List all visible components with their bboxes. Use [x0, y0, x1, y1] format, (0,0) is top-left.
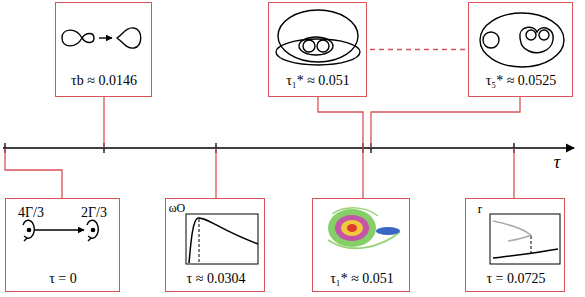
leader-lines	[5, 97, 520, 198]
initial-panel: 4Γ/3 2Γ/3 τ = 0	[5, 198, 120, 292]
text-anchor: τ₅* ≈ 0.0525	[486, 73, 557, 88]
contour-panel: τ₅* ≈ 0.0525	[468, 2, 573, 97]
value-label: τ₅* ≈ 0.0525	[486, 73, 557, 88]
radius-plot	[490, 214, 560, 264]
contour-sketch	[276, 10, 360, 65]
value-label: 2Γ/3	[81, 205, 107, 220]
value-label: τb ≈ 0.0146	[71, 73, 137, 88]
contour-panel: τ₁* ≈ 0.051	[268, 2, 367, 97]
value-label: τ = 0	[49, 271, 77, 286]
value-label: τ ≈ 0.0304	[187, 271, 246, 286]
value-label: τ = 0.0725	[486, 271, 545, 286]
text-anchor: τ = 0	[49, 271, 77, 286]
text-anchor: r	[478, 202, 482, 216]
time-axis	[3, 143, 574, 153]
text-anchor: τ = 0.0725	[486, 271, 545, 286]
plot-panel: r τ = 0.0725	[465, 198, 565, 292]
bifurcation-panel: τb ≈ 0.0146	[55, 2, 152, 97]
text-anchor: τ ≈ 0.0304	[187, 271, 246, 286]
text-anchor: τb ≈ 0.0146	[71, 73, 137, 88]
text-anchor: τ₁* ≈ 0.051	[286, 73, 350, 88]
vorticity-panel: τ₁* ≈ 0.051	[312, 198, 410, 292]
value-label: 4Γ/3	[18, 205, 44, 220]
value-label: τ₁* ≈ 0.051	[330, 271, 394, 286]
text-anchor: τ₁* ≈ 0.051	[330, 271, 394, 286]
text-anchor: ωO	[169, 202, 186, 215]
axis-label: τ	[554, 153, 560, 173]
omega-plot	[186, 214, 258, 264]
value-label: τ₁* ≈ 0.051	[286, 73, 350, 88]
value-label: ωO	[169, 202, 186, 215]
text-anchor: 4Γ/3	[18, 205, 44, 220]
vorticity-field	[328, 208, 400, 248]
value-label: r	[478, 202, 482, 216]
bifurcation-sketch	[62, 28, 141, 48]
dashed-connector	[370, 49, 465, 50]
text-anchor: τ	[554, 153, 560, 173]
plot-panel: ωO τ ≈ 0.0304	[165, 198, 265, 292]
contour-sketch	[480, 13, 564, 67]
text-anchor: 2Γ/3	[81, 205, 107, 220]
vortex-pair	[23, 220, 98, 241]
